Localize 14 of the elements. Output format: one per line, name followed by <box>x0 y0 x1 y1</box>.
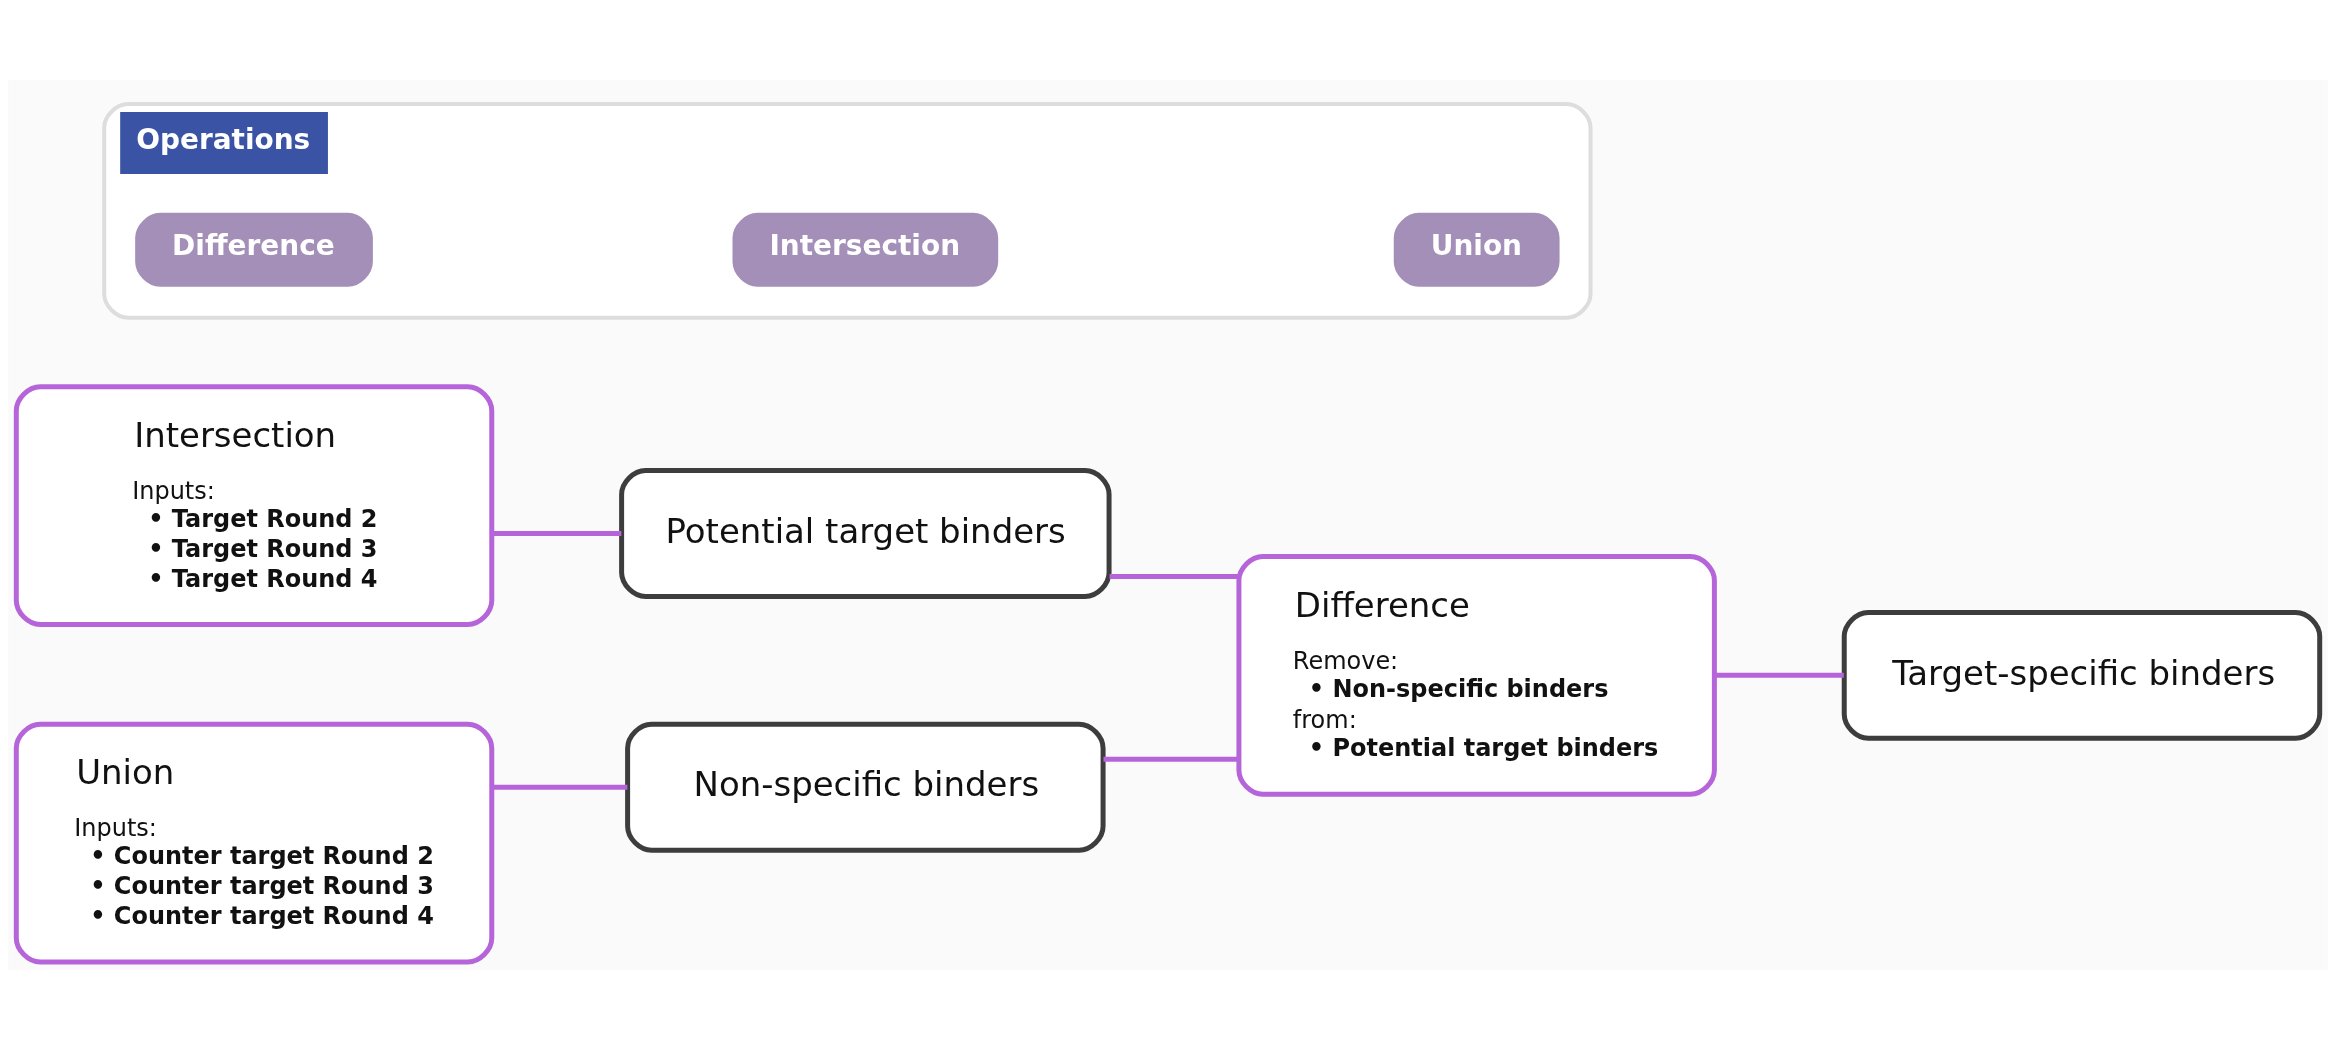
connector <box>1103 756 1239 762</box>
connector <box>1715 672 1844 678</box>
node-box: Intersection <box>732 212 999 287</box>
node-box: Difference Remove: • Non-specific binders from: • Potential target binders <box>1236 553 1717 797</box>
node-box: Potential target binders <box>619 468 1112 599</box>
node-box: Difference <box>135 212 373 287</box>
node-box: Union <box>1393 212 1560 287</box>
node-box: Target-specific binders <box>1841 609 2323 741</box>
node-box: Non-specific binders <box>625 721 1106 853</box>
connector <box>492 784 628 790</box>
node-box: Union Inputs: • Counter target Round 2 • Counter target Round 3 • Counter target Round 4 <box>13 721 495 965</box>
connector <box>1109 573 1239 579</box>
node-box: Intersection Inputs: • Target Round 2 • Target Round 3 • Target Round 4 <box>13 384 495 627</box>
connector <box>492 531 622 536</box>
